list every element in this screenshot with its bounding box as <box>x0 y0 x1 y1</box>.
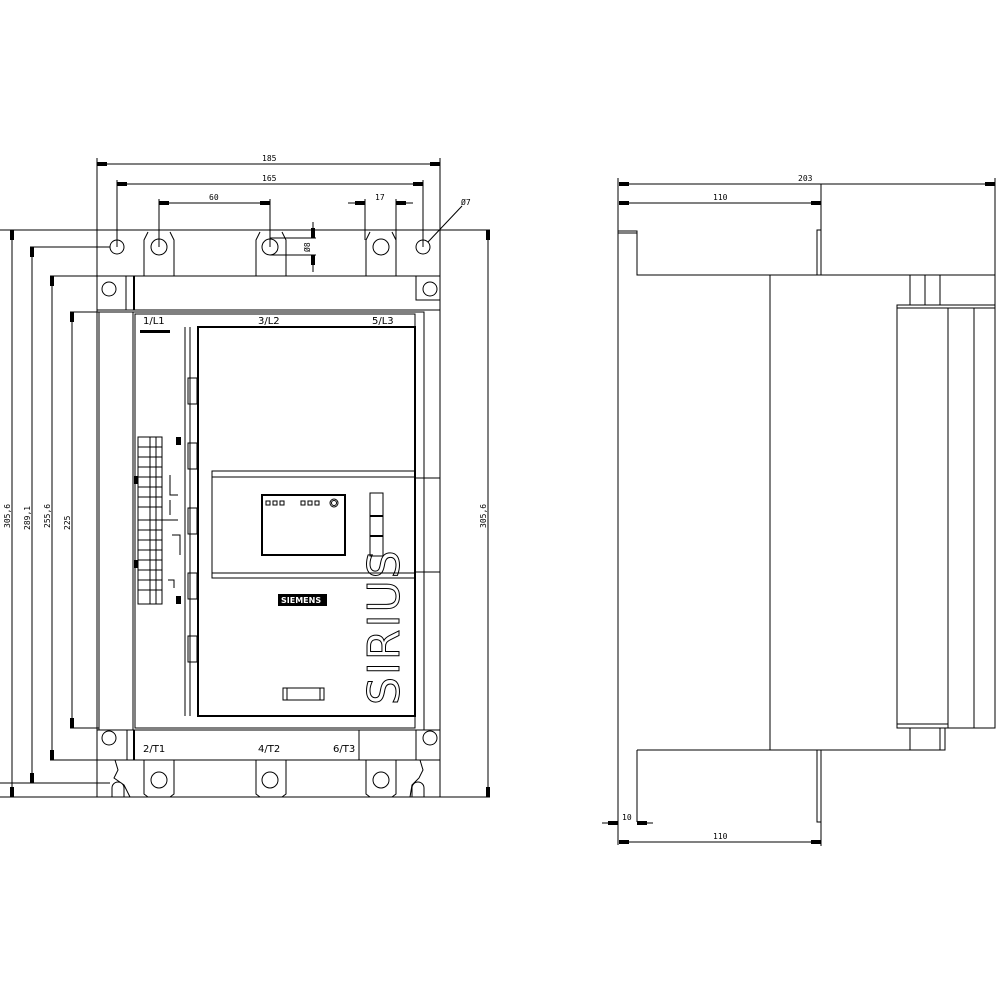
siemens-logo-text: SIEMENS <box>281 596 321 605</box>
control-terminal-strip <box>134 436 181 605</box>
product-name: SIRIUS <box>359 548 410 705</box>
top-flange <box>96 275 441 311</box>
reset-button-icon <box>329 498 339 508</box>
front-dimensions: 185 165 60 17 Ø7 Ø8 <box>0 154 490 798</box>
adjustment-slider <box>369 492 384 557</box>
main-body: 1/L1 3/L2 5/L3 2/T1 4/T2 6/T3 <box>98 311 441 755</box>
siemens-logo <box>278 594 327 606</box>
dim-305-6-left: 305,6 <box>3 504 12 528</box>
label-plate <box>282 687 325 701</box>
dim-110-top: 110 <box>713 193 728 202</box>
top-mounting-plate <box>0 229 490 797</box>
dim-hole-diameter: Ø7 <box>461 197 471 207</box>
bottom-flange <box>96 729 441 761</box>
dim-255-6: 255,6 <box>43 504 52 528</box>
terminal-label-5-l3: 5/L3 <box>372 316 394 327</box>
terminal-label-2-t1: 2/T1 <box>143 744 165 755</box>
dim-203: 203 <box>798 174 813 183</box>
dim-185: 185 <box>262 154 277 163</box>
terminal-label-4-t2: 4/T2 <box>258 744 280 755</box>
dim-lug-hole: Ø8 <box>302 242 312 252</box>
dim-225: 225 <box>63 515 72 530</box>
side-dimensions: 203 110 10 110 <box>602 174 996 844</box>
side-cover <box>896 304 996 729</box>
dim-10: 10 <box>622 813 632 822</box>
dim-305-6-right: 305,6 <box>479 504 488 528</box>
bottom-mounting-plate <box>0 759 490 798</box>
dim-165: 165 <box>262 174 277 183</box>
terminal-label-1-l1: 1/L1 <box>143 316 165 327</box>
dim-110-bottom: 110 <box>713 832 728 841</box>
display-window <box>261 494 346 556</box>
front-view: 1/L1 3/L2 5/L3 2/T1 4/T2 6/T3 <box>0 154 490 798</box>
rating-label <box>140 330 170 333</box>
dim-60: 60 <box>209 193 219 202</box>
cover-hinges <box>187 377 198 663</box>
side-view: 203 110 10 110 <box>602 174 996 846</box>
dim-289-1: 289,1 <box>23 506 32 530</box>
lug-hole <box>372 238 390 256</box>
dim-17: 17 <box>375 193 385 202</box>
terminal-label-6-t3: 6/T3 <box>333 744 355 755</box>
terminal-label-3-l2: 3/L2 <box>258 316 280 327</box>
display-module <box>211 470 441 579</box>
